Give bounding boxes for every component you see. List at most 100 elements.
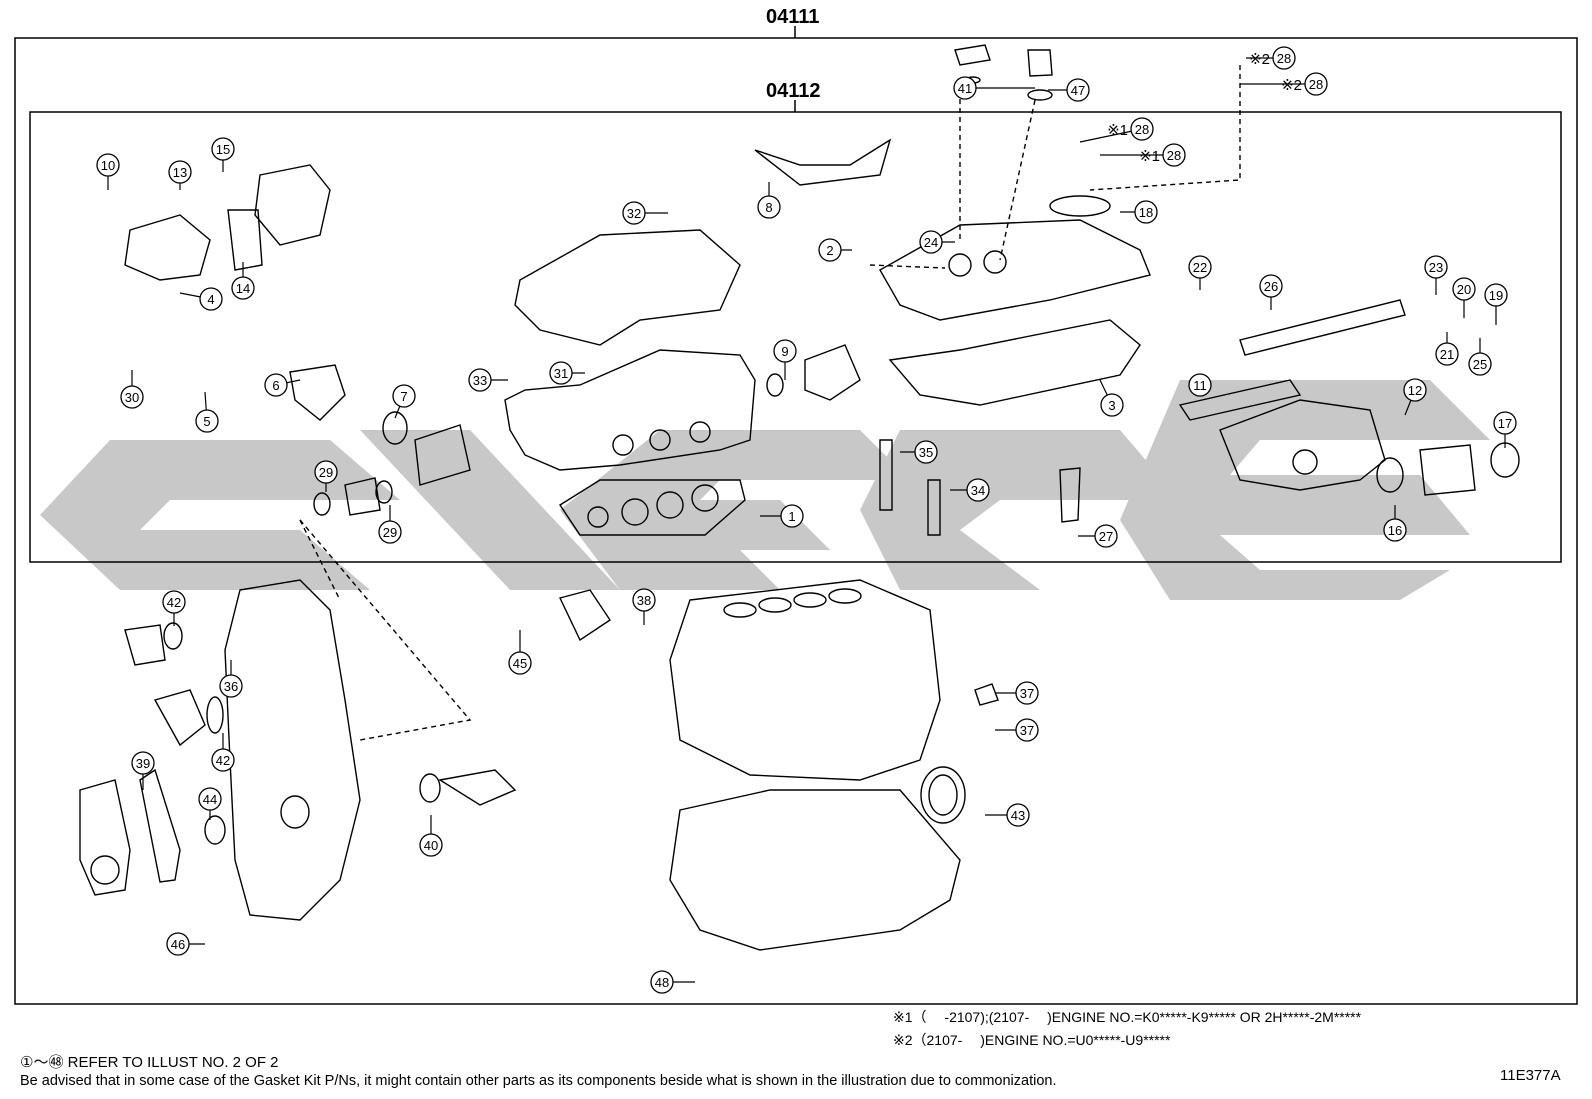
callout-circle: [120, 385, 144, 409]
cylinder-head: [504, 349, 756, 471]
callout-26: 26: [1259, 274, 1283, 298]
callout-14: 14: [231, 276, 255, 300]
water-inlet: [804, 344, 861, 401]
callout-number: 48: [655, 975, 669, 990]
callout-28: 28※2: [1281, 72, 1328, 96]
callout-number: 10: [101, 158, 115, 173]
callout-number: 47: [1071, 83, 1085, 98]
callout-circle: [1100, 393, 1124, 417]
callout-circle: [1015, 718, 1039, 742]
callout-circle: [195, 409, 219, 433]
callout-circle: [419, 833, 443, 857]
callout-number: 43: [1011, 808, 1025, 823]
callout-2: 2: [818, 238, 842, 262]
reference-line: [999, 99, 1036, 261]
callout-number: 40: [424, 838, 438, 853]
intake-manifold: [1219, 399, 1386, 491]
callout-5: 5: [195, 409, 219, 433]
seal-ring: [163, 622, 183, 650]
callout-circle: [622, 201, 646, 225]
kit-code-inner: 04112: [766, 80, 821, 102]
valve-exhaust: [927, 479, 941, 536]
valve-cover: [879, 219, 1151, 321]
callout-38: 38: [632, 588, 656, 612]
callout-number: 11: [1193, 378, 1207, 393]
advice-note: Be advised that in some case of the Gask…: [20, 1073, 1057, 1089]
water-bypass: [438, 769, 517, 806]
seal-ring: [206, 696, 224, 734]
callout-circle: [1094, 524, 1118, 548]
oil-pan: [669, 789, 961, 951]
callout-number: 9: [781, 344, 788, 359]
seal-ring: [280, 795, 310, 829]
callout-11: 11: [1188, 373, 1212, 397]
callout-number: 22: [1193, 260, 1207, 275]
callout-circle: [1403, 378, 1427, 402]
callout-43: 43: [1006, 803, 1030, 827]
note-mark: ※2: [1249, 51, 1270, 68]
callout-19: 19: [1484, 283, 1508, 307]
callout-circle: [219, 674, 243, 698]
callout-25: 25: [1468, 352, 1492, 376]
callout-42: 42: [211, 748, 235, 772]
seal-ring: [723, 602, 757, 618]
footnote-1: ※1（ -2107);(2107- )ENGINE NO.=K0*****-K9…: [893, 1009, 1362, 1025]
timing-chain: [139, 768, 181, 883]
callout-4: 4: [199, 287, 223, 311]
callout-45: 45: [508, 651, 532, 675]
callout-number: 24: [924, 235, 938, 250]
seal-ring: [920, 766, 966, 824]
callout-number: 18: [1139, 205, 1153, 220]
callout-circle: [650, 970, 674, 994]
callout-number: 42: [167, 595, 181, 610]
reference-line: [869, 264, 946, 269]
footnote-2: ※2（2107- )ENGINE NO.=U0*****-U9*****: [893, 1032, 1171, 1048]
throttle-body: [1419, 444, 1476, 496]
callout-circle: [1383, 518, 1407, 542]
part-bore: [621, 498, 649, 526]
callout-15: 15: [211, 137, 235, 161]
callout-42: 42: [162, 590, 186, 614]
callout-circle: [1468, 352, 1492, 376]
callout-number: 34: [971, 483, 985, 498]
callout-number: 41: [958, 81, 972, 96]
part-bore: [90, 855, 120, 885]
callout-36: 36: [219, 674, 243, 698]
callout-32: 32: [622, 201, 646, 225]
seal-ring: [1376, 457, 1404, 493]
callout-number: 7: [400, 389, 407, 404]
callout-24: 24: [919, 230, 943, 254]
callout-circle: [1424, 255, 1448, 279]
callout-circle: [231, 276, 255, 300]
callout-circle: [549, 361, 573, 385]
oil-cap: [1027, 49, 1053, 77]
callout-number: 23: [1429, 260, 1443, 275]
part-bore: [1292, 449, 1318, 475]
callout-27: 27: [1094, 524, 1118, 548]
callout-number: 36: [224, 679, 238, 694]
seal-ring: [419, 773, 441, 803]
callout-circle: [953, 76, 977, 100]
callout-33: 33: [468, 368, 492, 392]
callout-number: 5: [203, 414, 210, 429]
callout-number: 28: [1309, 77, 1323, 92]
callout-46: 46: [166, 932, 190, 956]
callout-circle: [211, 137, 235, 161]
callout-8: 8: [757, 195, 781, 219]
thermostat: [344, 477, 381, 516]
callout-37: 37: [1015, 681, 1039, 705]
callout-number: 39: [136, 756, 150, 771]
callout-circle: [919, 230, 943, 254]
part-bore: [948, 253, 972, 277]
seal-ring: [828, 588, 862, 604]
callout-number: 25: [1473, 357, 1487, 372]
callout-34: 34: [966, 478, 990, 502]
callout-3: 3: [1100, 393, 1124, 417]
part-bore: [983, 250, 1007, 274]
callout-circle: [1272, 46, 1296, 70]
oil-line: [754, 138, 892, 186]
callout-number: 44: [203, 792, 217, 807]
refer-note: ①～㊽ REFER TO ILLUST NO. 2 OF 2: [20, 1054, 279, 1071]
callout-40: 40: [419, 833, 443, 857]
callout-41: 41: [953, 76, 977, 100]
